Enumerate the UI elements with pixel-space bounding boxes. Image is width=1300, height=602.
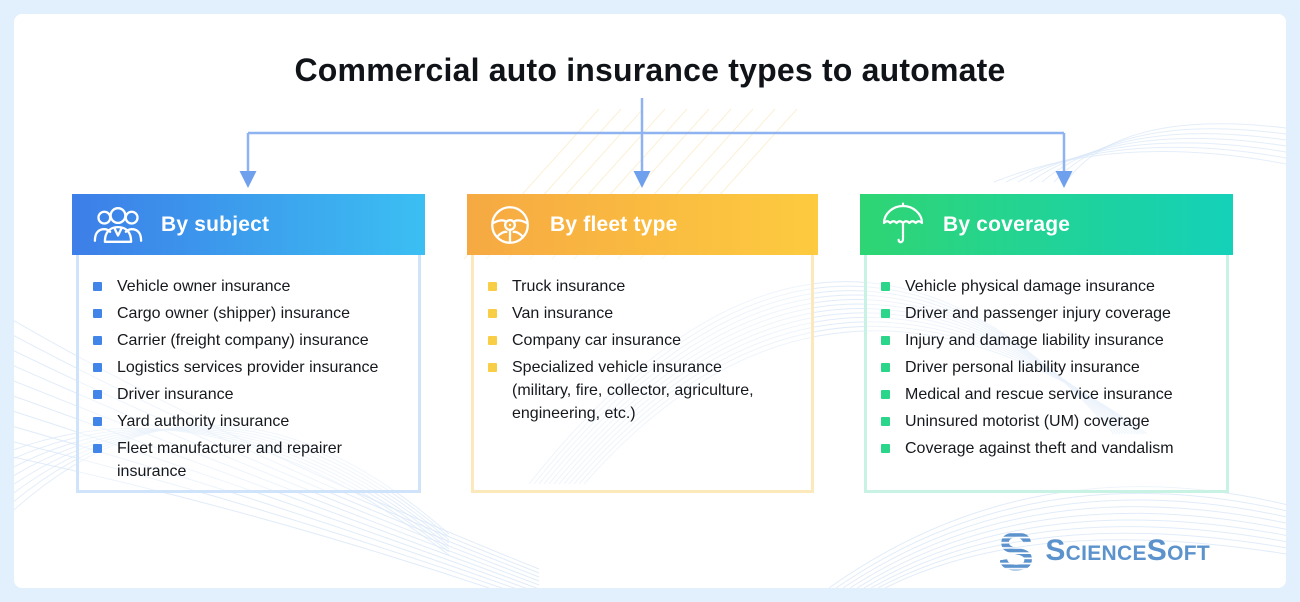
column-header: By subject xyxy=(72,194,425,255)
svg-text:S: S xyxy=(1000,528,1034,574)
column-title: By coverage xyxy=(943,212,1071,236)
column-title: By fleet type xyxy=(550,212,678,236)
list-item: Driver insurance xyxy=(91,383,412,406)
list-item: Uninsured motorist (UM) coverage xyxy=(879,410,1220,433)
umbrella-icon xyxy=(880,201,926,249)
list-item: Cargo owner (shipper) insurance xyxy=(91,302,412,325)
list-item: Truck insurance xyxy=(486,275,764,298)
list-item: Vehicle physical damage insurance xyxy=(879,275,1220,298)
column-header: By coverage xyxy=(860,194,1233,255)
list-item: Van insurance xyxy=(486,302,764,325)
column-title: By subject xyxy=(161,212,270,236)
list-item: Logistics services provider insurance xyxy=(91,356,412,379)
card: Commercial auto insurance types to autom… xyxy=(14,14,1286,588)
list-item: Carrier (freight company) insurance xyxy=(91,329,412,352)
list-item: Specialized vehicle insurance (military,… xyxy=(486,356,764,425)
list-item: Driver personal liability insurance xyxy=(879,356,1220,379)
list-item: Company car insurance xyxy=(486,329,764,352)
page-title: Commercial auto insurance types to autom… xyxy=(294,52,1006,88)
list-item: Yard authority insurance xyxy=(91,410,412,433)
list-item: Medical and rescue service insurance xyxy=(879,383,1220,406)
list-item: Fleet manufacturer and repairer insuranc… xyxy=(91,437,412,483)
list-item: Injury and damage liability insurance xyxy=(879,329,1220,352)
list-item: Vehicle owner insurance xyxy=(91,275,412,298)
list-item: Driver and passenger injury coverage xyxy=(879,302,1220,325)
steering-wheel-icon xyxy=(487,202,533,248)
sciencesoft-logo: S ScienceSoft xyxy=(1000,528,1210,574)
sciencesoft-logo-icon: S xyxy=(1000,528,1034,574)
list-item: Coverage against theft and vandalism xyxy=(879,437,1220,460)
people-icon xyxy=(92,204,144,246)
sciencesoft-logo-text: ScienceSoft xyxy=(1045,534,1210,567)
column-header: By fleet type xyxy=(467,194,818,255)
